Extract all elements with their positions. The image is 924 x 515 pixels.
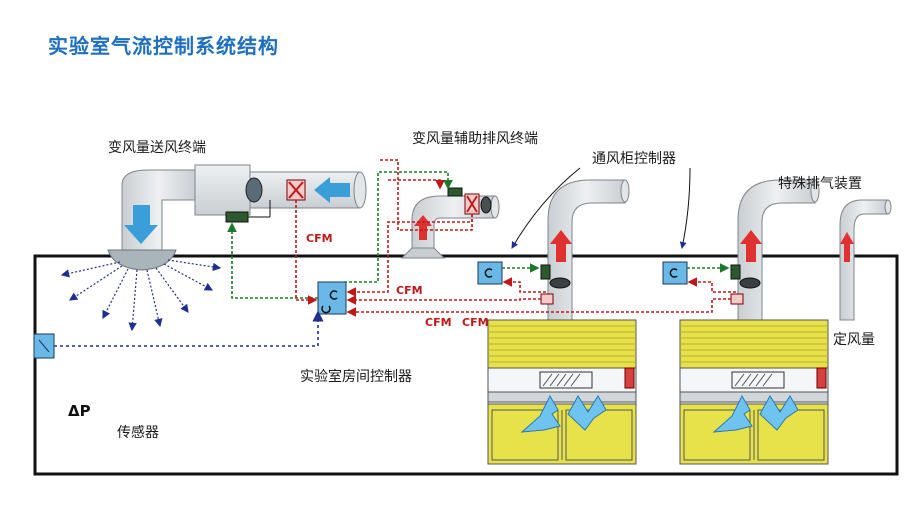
hood2-valve-icon [730,293,744,305]
label-pointers [511,167,691,249]
pressure-sensor-box [33,333,55,359]
page-title: 实验室气流控制系统结构 [48,34,279,58]
label-room-controller: 实验室房间控制器 [300,369,412,385]
hood2-controller-box [662,261,688,285]
fume-hood-2 [679,319,829,465]
hood2-intake-arrow-right [759,395,799,431]
label-special-exhaust: 特殊排气装置 [778,176,862,192]
special-exhaust-arrow [840,232,854,262]
label-sensor: 传感器 [117,425,159,441]
cfm-label-3: CFM [425,316,452,329]
hood1-valve-icon [540,293,554,305]
hood2-exhaust-arrow [740,230,762,262]
supply-actuator-icon [225,211,249,223]
label-constant-volume: 定风量 [833,332,875,348]
label-hood-controller: 通风柜控制器 [592,151,676,167]
hood1-actuator-icon [540,264,551,280]
aux-actuator-icon [447,187,463,197]
hood1-damper-icon [549,277,571,289]
sensor-signal-line [54,310,324,347]
hood2-intake-arrow-left [712,394,753,433]
cfm-feedback-lines [295,159,736,317]
hood1-intake-arrow-left [520,394,561,433]
room-controller-box [317,281,347,315]
aux-damper-icon [480,196,492,214]
hood1-intake-arrow-right [567,395,607,431]
cfm-label-2: CFM [396,284,423,297]
hood1-controller-box [477,261,503,285]
supply-flow-arrow [124,205,158,244]
hood1-exhaust-arrow [550,230,572,262]
cfm-label-4: CFM [462,316,489,329]
label-vav-supply: 变风量送风终端 [108,140,206,156]
label-vav-aux-exhaust: 变风量辅助排风终端 [412,131,538,147]
special-exhaust-duct [839,199,892,321]
cfm-label-1: CFM [306,232,333,245]
diffuser-airflow [60,259,222,332]
label-delta-p: ΔP [68,402,91,420]
hood2-damper-icon [739,277,761,289]
hood2-actuator-icon [730,264,741,280]
supply-inlet-arrow [314,177,350,203]
fume-hood-1 [487,319,637,465]
control-signal-lines [227,171,730,299]
lab-room-outline [33,254,899,476]
ceiling-diffuser [107,249,177,271]
supply-damper-icon [245,177,263,203]
